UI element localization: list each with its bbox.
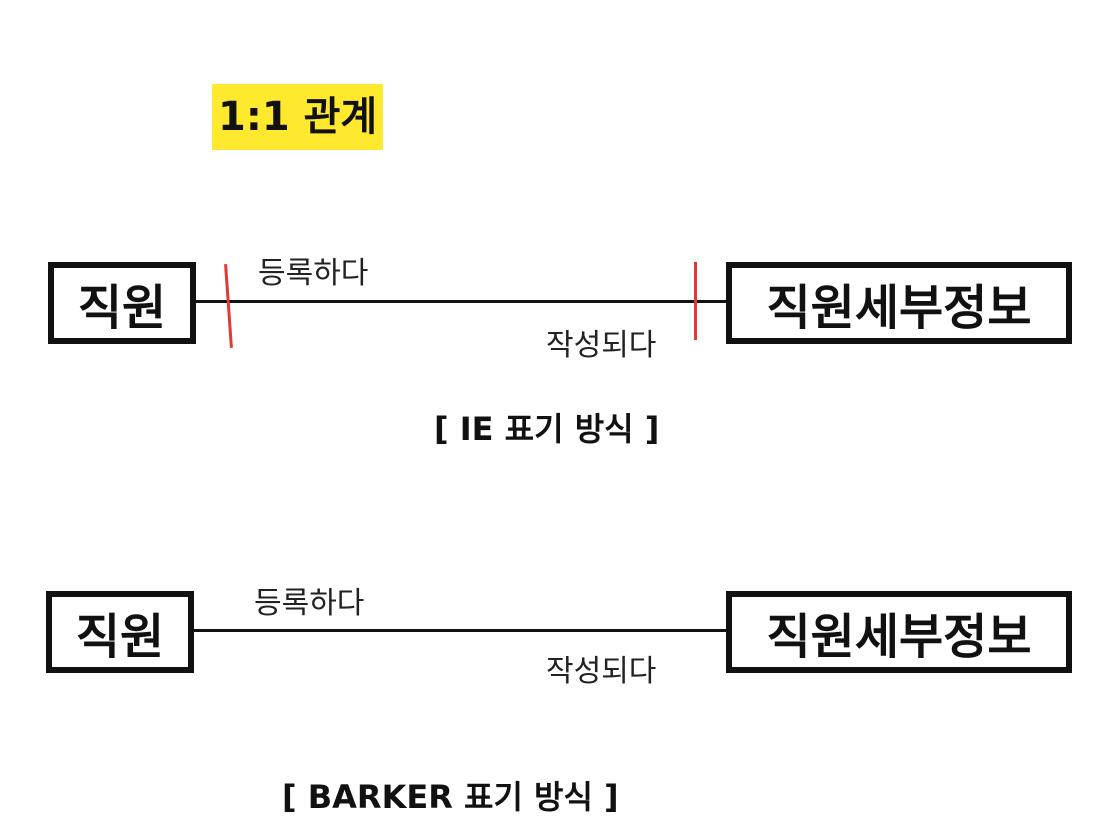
barker-entity-employee-detail: 직원세부정보 (726, 591, 1072, 673)
page-title: 1:1 관계 (212, 84, 384, 150)
ie-entity-employee: 직원 (48, 262, 196, 344)
barker-caption: [ BARKER 표기 방식 ] (282, 778, 619, 816)
barker-relationship-label-top: 등록하다 (254, 586, 365, 621)
ie-relationship-label-top: 등록하다 (258, 256, 369, 291)
ie-one-mark-right (694, 262, 697, 340)
ie-entity-employee-detail: 직원세부정보 (726, 262, 1072, 344)
barker-relationship-label-bottom: 작성되다 (546, 654, 657, 689)
ie-relationship-line (194, 300, 730, 303)
barker-entity-employee: 직원 (46, 591, 194, 673)
barker-relationship-line (192, 629, 730, 632)
ie-caption: [ IE 표기 방식 ] (434, 410, 660, 448)
ie-one-mark-left (224, 263, 233, 349)
ie-relationship-label-bottom: 작성되다 (546, 328, 657, 363)
